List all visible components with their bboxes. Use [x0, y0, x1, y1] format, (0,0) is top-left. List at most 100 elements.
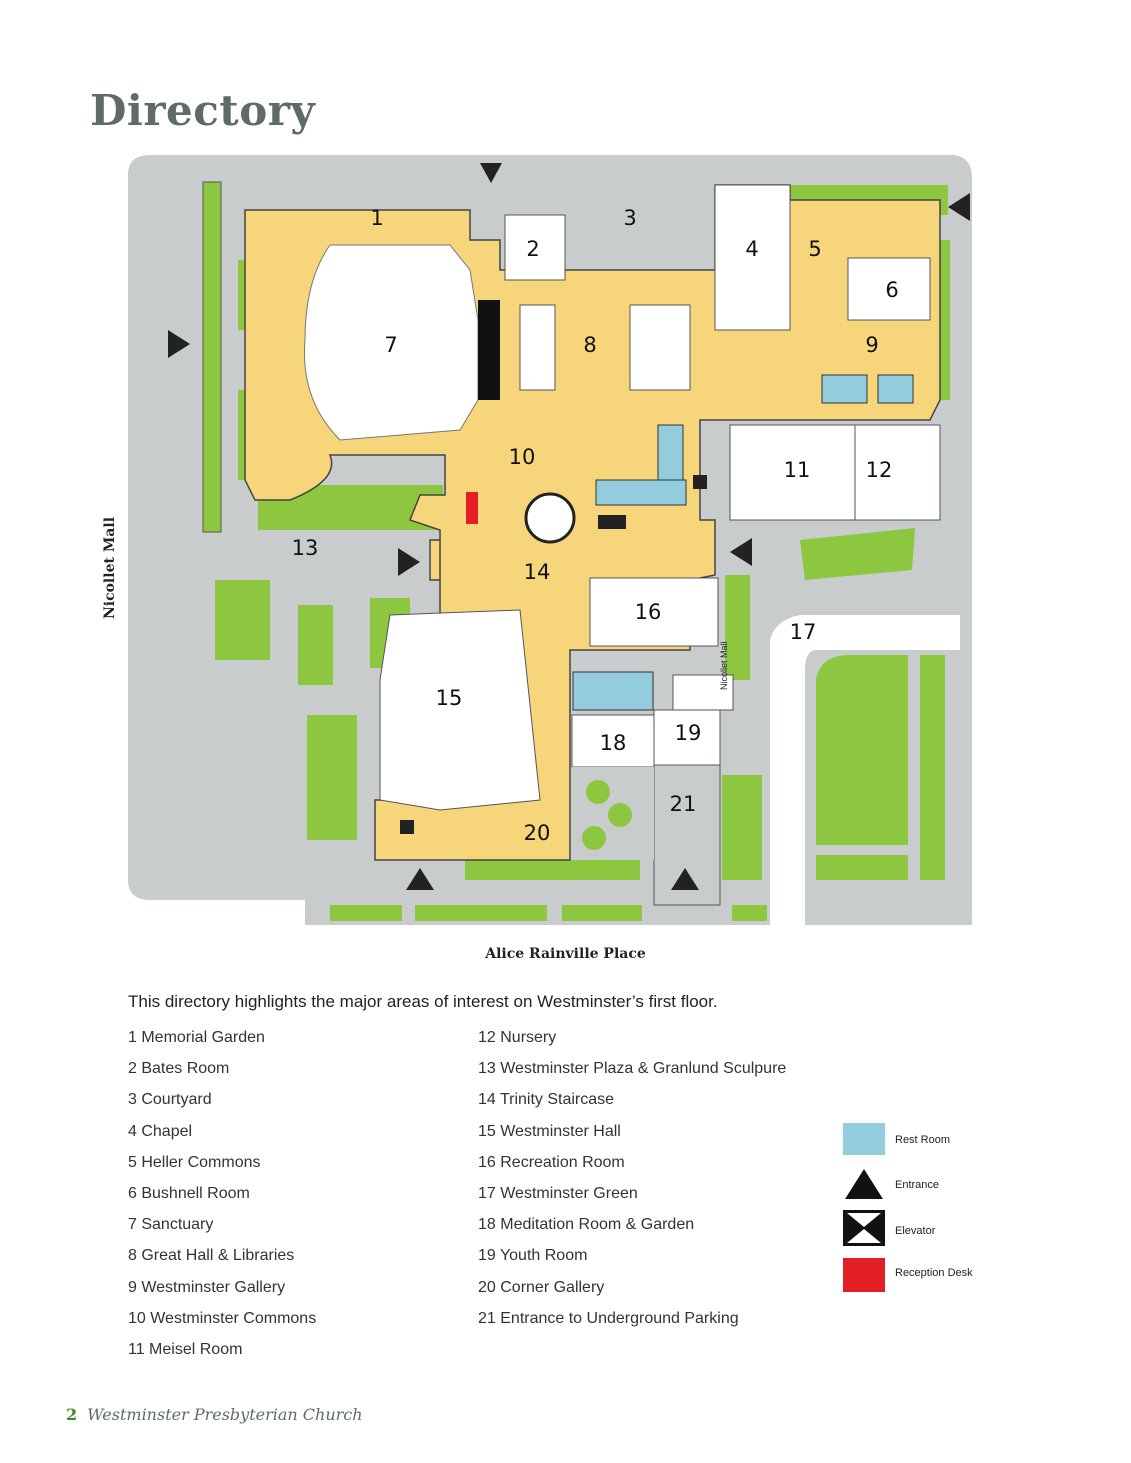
room-8b	[629, 304, 691, 391]
green-strip	[298, 605, 333, 685]
map-label-20: 20	[524, 821, 551, 845]
street-label-bottom: Alice Rainville Place	[485, 946, 646, 962]
list-item: 5 Heller Commons	[128, 1153, 261, 1171]
list-item: 18 Meditation Room & Garden	[478, 1216, 695, 1234]
list-item: 4 Chapel	[128, 1122, 193, 1140]
restroom	[877, 374, 914, 404]
green-strip	[732, 905, 767, 921]
map-label-18: 18	[600, 731, 627, 755]
map-label-11: 11	[784, 458, 811, 482]
list-item: 16 Recreation Room	[478, 1153, 625, 1171]
entrance-arrow	[948, 193, 970, 221]
intro-text: This directory highlights the major area…	[128, 992, 718, 1011]
list-item: 21 Entrance to Underground Parking	[478, 1309, 739, 1327]
room-2	[504, 214, 566, 281]
elevator-icon	[400, 475, 707, 834]
green-strip	[415, 905, 547, 921]
room-18	[571, 714, 655, 768]
map-label-15: 15	[436, 686, 463, 710]
map-label-7: 7	[384, 333, 397, 357]
restroom	[595, 479, 687, 506]
map-label-17: 17	[790, 620, 817, 644]
map-label-5: 5	[808, 237, 821, 261]
list-item: 10 Westminster Commons	[128, 1309, 317, 1327]
list-item: 11 Meisel Room	[128, 1340, 243, 1358]
map-label-6: 6	[885, 278, 898, 302]
list-item: 8 Great Hall & Libraries	[128, 1247, 295, 1265]
list-item: 19 Youth Room	[478, 1247, 588, 1265]
list-item: 1 Memorial Garden	[128, 1029, 265, 1046]
list-item: 20 Corner Gallery	[478, 1278, 605, 1296]
room-12	[854, 424, 941, 521]
list-item: 2 Bates Room	[128, 1060, 230, 1078]
map-label-8: 8	[583, 333, 596, 357]
map-label-1: 1	[370, 206, 383, 230]
elevator-legend-icon	[843, 1210, 885, 1246]
green-lawn-lane	[770, 615, 960, 925]
restroom	[572, 671, 654, 711]
map-label-4: 4	[745, 237, 758, 261]
legend-reception-label: Reception Desk	[895, 1267, 973, 1279]
map-label-16: 16	[635, 600, 662, 624]
restroom	[657, 424, 684, 481]
list-item: 7 Sanctuary	[128, 1216, 214, 1234]
map-label-12: 12	[866, 458, 893, 482]
green-strip	[215, 580, 270, 660]
directory-list-col2: 12 Nursery 13 Westminster Plaza & Granlu…	[478, 1028, 786, 1340]
map-label-3: 3	[623, 206, 636, 230]
street-label-left: Nicollet Mall	[102, 516, 118, 620]
map-label-14: 14	[524, 560, 551, 584]
page-footer: 2 Westminster Presbyterian Church	[66, 1405, 363, 1424]
green-strip	[725, 575, 750, 680]
map-label-10: 10	[509, 445, 536, 469]
entrance-arrow	[406, 868, 434, 890]
room-16	[589, 577, 719, 647]
map-label-13: 13	[292, 536, 319, 560]
green-strip	[816, 825, 908, 845]
page-title: Directory	[90, 86, 316, 135]
room-4	[714, 184, 791, 331]
list-item: 3 Courtyard	[128, 1091, 212, 1109]
page-number: 2	[66, 1405, 78, 1424]
map-label-21: 21	[670, 792, 697, 816]
green-strip	[816, 855, 908, 880]
wall	[478, 300, 500, 400]
list-item: 12 Nursery	[478, 1029, 557, 1046]
garden-tree	[586, 780, 610, 804]
entrance-arrow	[398, 548, 420, 576]
map-label-19: 19	[675, 721, 702, 745]
green-strip	[816, 655, 908, 825]
map-label-2: 2	[526, 237, 539, 261]
restroom	[821, 374, 868, 404]
footer-name: Westminster Presbyterian Church	[87, 1405, 363, 1424]
entrance-legend-icon	[845, 1169, 883, 1199]
reception-desk	[466, 492, 478, 524]
entrance-arrow	[168, 330, 190, 358]
green-strip	[722, 775, 762, 880]
garden-tree	[582, 826, 606, 850]
green-strip	[938, 240, 950, 400]
room-15	[379, 609, 541, 811]
garden-tree	[608, 803, 632, 827]
green-strip	[330, 905, 402, 921]
green-strip	[800, 528, 915, 580]
trinity-staircase	[524, 492, 576, 544]
legend-entrance-label: Entrance	[895, 1179, 940, 1191]
green-strip	[562, 905, 642, 921]
green-strip	[307, 715, 357, 840]
list-item: 17 Westminster Green	[478, 1184, 638, 1202]
room-19-annex	[672, 674, 734, 711]
room-11	[729, 424, 856, 521]
green-strip	[202, 181, 222, 533]
list-item: 13 Westminster Plaza & Granlund Sculpure	[478, 1060, 787, 1078]
restroom-legend-swatch	[843, 1123, 885, 1155]
room-8a	[519, 304, 556, 391]
list-item: 14 Trinity Staircase	[478, 1091, 615, 1109]
directory-list-col1: 1 Memorial Garden 2 Bates Room 3 Courtya…	[128, 1028, 316, 1371]
entrance-arrow	[730, 538, 752, 566]
list-item: 9 Westminster Gallery	[128, 1278, 286, 1296]
legend-elevator-label: Elevator	[895, 1225, 936, 1237]
green-strip	[920, 655, 945, 880]
legend-restroom-label: Rest Room	[895, 1134, 951, 1146]
